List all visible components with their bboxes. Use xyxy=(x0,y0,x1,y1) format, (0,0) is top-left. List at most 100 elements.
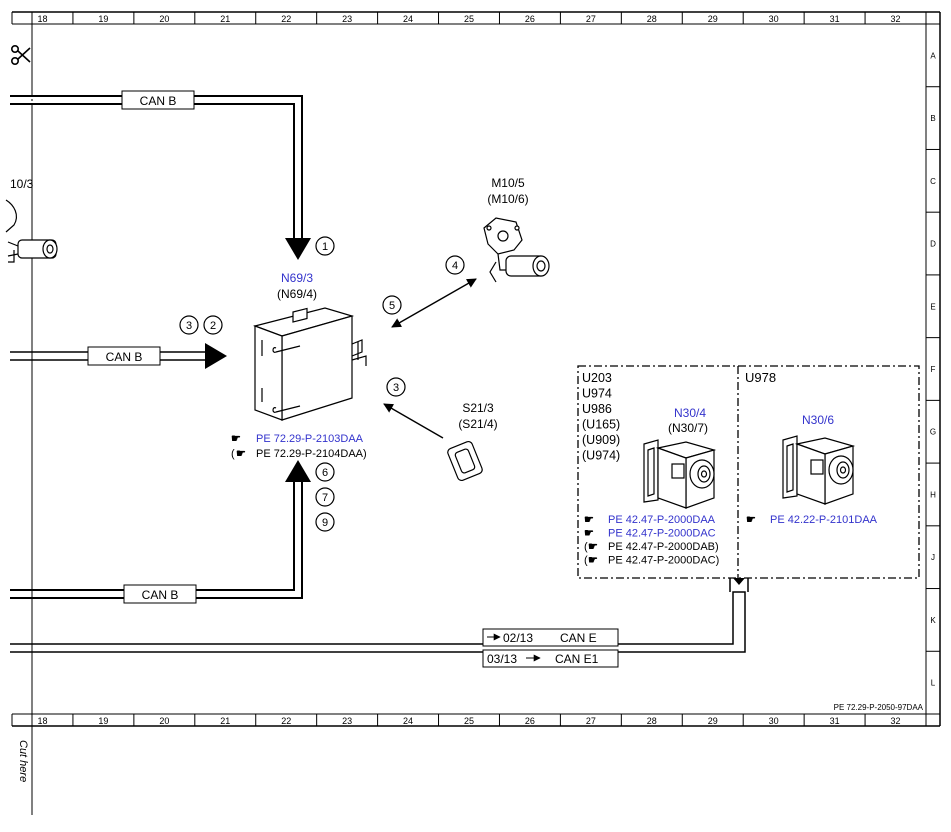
can-b-top-bus xyxy=(10,95,303,238)
row-label: L xyxy=(931,679,936,688)
hand-pointer-icon: ☛ xyxy=(236,448,246,460)
column-label-top: 21 xyxy=(220,14,230,24)
n69-name: N69/3 xyxy=(281,271,313,285)
row-label: H xyxy=(930,490,936,499)
n30-6-name: N30/6 xyxy=(802,413,834,427)
n69-ref2-link[interactable]: PE 72.29-P-2104DAA) xyxy=(256,448,367,460)
column-label-bottom: 20 xyxy=(159,716,169,726)
row-label: F xyxy=(931,365,936,374)
column-label-bottom: 24 xyxy=(403,716,413,726)
model-code: (U165) xyxy=(582,418,620,432)
model-code: (U974) xyxy=(582,449,620,463)
column-ticks: 1818191920202121222223232424252526262727… xyxy=(37,12,927,726)
svg-text:3: 3 xyxy=(393,382,399,394)
numbered-circles: 1 3 2 4 5 3 6 7 9 xyxy=(179,236,465,532)
callout-circle-c-bottom-b: 7 xyxy=(315,487,335,507)
row-label: B xyxy=(930,114,935,123)
svg-text:1: 1 xyxy=(322,241,328,253)
column-label-bottom: 25 xyxy=(464,716,474,726)
can-b-bottom-bus xyxy=(10,480,303,599)
column-label-bottom: 30 xyxy=(769,716,779,726)
row-label: G xyxy=(930,428,936,437)
n69-ref2-prefix: ( xyxy=(231,448,235,460)
cut-here-label: Cut here xyxy=(17,740,29,782)
model-code: U203 xyxy=(582,371,612,385)
svg-text:4: 4 xyxy=(452,260,458,272)
ref-link[interactable]: PE 42.47-P-2000DAC) xyxy=(608,555,719,567)
callout-circle-c-left-a: 3 xyxy=(179,315,199,335)
n69-ref1-link[interactable]: PE 72.29-P-2103DAA xyxy=(256,433,364,445)
row-label: A xyxy=(930,51,936,60)
svg-text:9: 9 xyxy=(322,517,328,529)
n30-6-abs-unit-icon xyxy=(782,435,856,505)
callout-circle-c-m10: 4 xyxy=(445,255,465,275)
row-label: E xyxy=(930,302,935,311)
model-code: (U909) xyxy=(582,433,620,447)
callout-circle-c-bottom-a: 6 xyxy=(315,462,335,482)
u978-model: U978 xyxy=(745,370,776,385)
column-label-bottom: 29 xyxy=(708,716,718,726)
n69-alt: (N69/4) xyxy=(277,287,317,301)
column-label-bottom: 19 xyxy=(98,716,108,726)
can-e1-label: CAN E1 xyxy=(555,652,599,666)
hand-pointer-icon: ☛ xyxy=(588,541,598,553)
bus-label-bottom: CAN B xyxy=(142,588,179,602)
ref-link[interactable]: PE 42.47-P-2000DAA xyxy=(608,514,716,526)
column-label-bottom: 18 xyxy=(37,716,47,726)
arrow-right-to-n69 xyxy=(205,343,227,369)
arrow-s21-n69 xyxy=(383,403,444,439)
s21-name: S21/3 xyxy=(462,401,494,415)
column-label-top: 25 xyxy=(464,14,474,24)
ref-link[interactable]: PE 42.47-P-2000DAB) xyxy=(608,541,719,553)
ref-link[interactable]: PE 42.47-P-2000DAC xyxy=(608,528,716,540)
svg-text:5: 5 xyxy=(389,300,395,312)
row-label: C xyxy=(930,177,936,186)
svg-text:2: 2 xyxy=(210,320,216,332)
ref-prefix: ( xyxy=(584,555,588,567)
scissors-icon xyxy=(11,45,31,66)
can-e-ref: 02/13 xyxy=(503,631,533,645)
column-label-bottom: 26 xyxy=(525,716,535,726)
bus-label-middle: CAN B xyxy=(106,350,143,364)
n30-boxes-frame xyxy=(577,365,920,579)
row-label: J xyxy=(931,553,935,562)
hand-pointer-icon: ☛ xyxy=(584,514,594,526)
column-label-top: 28 xyxy=(647,14,657,24)
column-label-bottom: 32 xyxy=(891,716,901,726)
arrow-down-to-n69 xyxy=(285,238,311,260)
n30-4-abs-unit-icon xyxy=(643,439,717,509)
can-e-label: CAN E xyxy=(560,631,597,645)
column-label-top: 32 xyxy=(891,14,901,24)
m10-name: M10/5 xyxy=(491,176,525,190)
arrow-up-to-n69 xyxy=(285,460,311,482)
callout-circle-c-n69-right: 5 xyxy=(382,295,402,315)
column-label-top: 27 xyxy=(586,14,596,24)
column-label-top: 20 xyxy=(159,14,169,24)
svg-text:7: 7 xyxy=(322,492,328,504)
n30-6-ref-link[interactable]: PE 42.22-P-2101DAA xyxy=(770,514,878,526)
svg-text:6: 6 xyxy=(322,467,328,479)
callout-circle-c-left-b: 2 xyxy=(203,315,223,335)
n69-ref2: ( ☛ PE 72.29-P-2104DAA) xyxy=(231,448,367,460)
footer-reference: PE 72.29-P-2050-97DAA xyxy=(834,703,924,712)
ref-prefix: ( xyxy=(584,541,588,553)
column-label-top: 22 xyxy=(281,14,291,24)
svg-text:3: 3 xyxy=(186,320,192,332)
m10-motor-icon xyxy=(483,217,550,283)
row-label: D xyxy=(930,240,936,249)
column-label-top: 24 xyxy=(403,14,413,24)
hand-pointer-icon: ☛ xyxy=(588,555,598,567)
s21-switch-icon xyxy=(447,440,483,482)
frame xyxy=(11,11,941,815)
hand-pointer-icon: ☛ xyxy=(584,528,594,540)
column-label-top: 31 xyxy=(830,14,840,24)
column-label-top: 29 xyxy=(708,14,718,24)
callout-circle-c-top: 1 xyxy=(315,236,335,256)
column-label-bottom: 23 xyxy=(342,716,352,726)
callout-circle-c-bottom-c: 9 xyxy=(315,512,335,532)
hand-pointer-icon: ☛ xyxy=(231,433,241,445)
